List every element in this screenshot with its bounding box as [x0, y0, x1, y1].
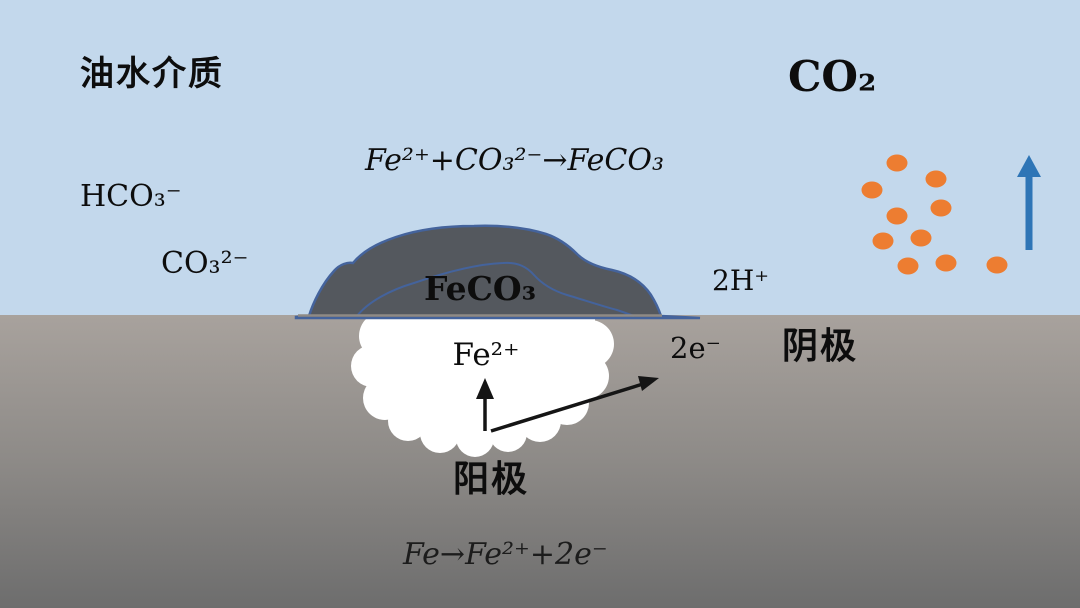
ferrous-ion-label: Fe²⁺ [452, 337, 520, 373]
feco3-scale-crust [294, 224, 701, 320]
hydrogen-ion-label: 2H⁺ [712, 264, 770, 297]
precipitation-reaction-label: Fe²⁺+CO₃²⁻→FeCO₃ [365, 143, 665, 178]
anodic-reaction-label: Fe→Fe²⁺+2e⁻ [403, 537, 608, 572]
fe2-up-arrow [476, 378, 494, 431]
co2-escape-arrow [1017, 155, 1041, 250]
co2-bubble [886, 207, 908, 225]
cathode-label: 阴极 [782, 325, 859, 367]
co2-bubble [935, 254, 957, 272]
oil-water-medium-label: 油水介质 [80, 54, 224, 94]
co2-bubble [872, 232, 894, 250]
co2-bubble [886, 154, 908, 172]
electron-arrow [490, 376, 659, 433]
co2-gas-label: CO₂ [788, 52, 877, 101]
bicarbonate-ion-label: HCO₃⁻ [80, 179, 182, 214]
anode-label: 阳极 [452, 458, 530, 500]
co2-bubble [930, 199, 952, 217]
co2-bubble [986, 256, 1008, 274]
co2-bubble [925, 170, 947, 188]
co2-bubble [897, 257, 919, 275]
corrosion-pit-cloud [351, 312, 614, 457]
co2-bubbles [861, 154, 1008, 275]
scale-inner-outline [356, 261, 635, 317]
feco3-scale-label: FeCO₃ [423, 269, 537, 308]
co2-bubble [910, 229, 932, 247]
electrons-label: 2e⁻ [670, 331, 721, 365]
carbonate-ion-label: CO₃²⁻ [161, 246, 249, 281]
co2-bubble [861, 181, 883, 199]
